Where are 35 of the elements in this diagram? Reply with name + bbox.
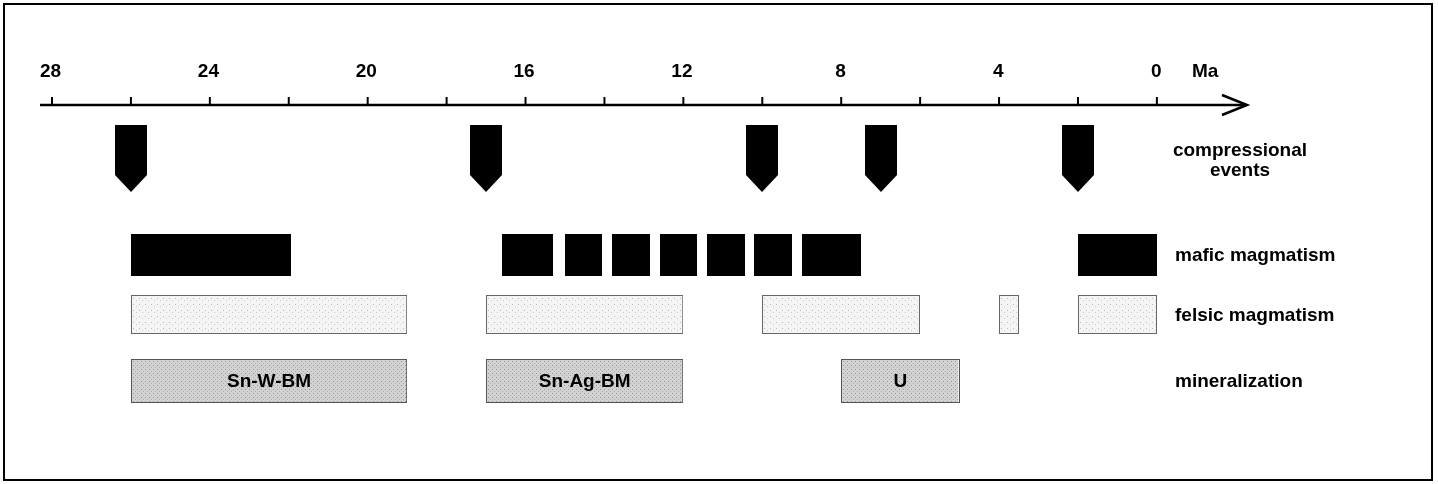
- mafic-bar: [801, 234, 861, 276]
- row-label: felsic magmatism: [1175, 304, 1335, 326]
- tick-label: 0: [1150, 60, 1162, 82]
- row-label: mineralization: [1175, 370, 1303, 392]
- event-marker: [470, 125, 503, 192]
- event-marker: [864, 125, 897, 192]
- mineralization-bar: U: [841, 359, 960, 403]
- mafic-bar: [754, 234, 792, 276]
- event-marker: [114, 125, 147, 192]
- mafic-bar: [707, 234, 745, 276]
- mafic-bar: [1077, 234, 1157, 276]
- mafic-bar: [612, 234, 650, 276]
- mineralization-bar: Sn-W-BM: [130, 359, 408, 403]
- mafic-bar: [501, 234, 554, 276]
- tick-label: 24: [197, 60, 219, 82]
- felsic-bar: [999, 295, 1019, 334]
- row-label: compressional events: [1171, 140, 1309, 180]
- tick-label: 20: [355, 60, 377, 82]
- tick-label: 12: [671, 60, 693, 82]
- tick-label: 16: [513, 60, 535, 82]
- mafic-bar: [564, 234, 603, 276]
- felsic-bar: [130, 295, 408, 334]
- felsic-bar: [762, 295, 921, 334]
- felsic-bar: [486, 295, 684, 334]
- mafic-bar: [659, 234, 698, 276]
- event-marker: [1061, 125, 1094, 192]
- mafic-bar: [130, 234, 291, 276]
- felsic-bar: [1077, 295, 1157, 334]
- tick-label: 4: [993, 60, 1004, 82]
- row-label: mafic magmatism: [1175, 244, 1336, 266]
- axis-unit: Ma: [1192, 60, 1219, 82]
- event-marker: [746, 125, 779, 192]
- mineralization-bar: Sn-Ag-BM: [486, 359, 684, 403]
- tick-label: 28: [40, 60, 62, 82]
- tick-label: 8: [835, 60, 846, 82]
